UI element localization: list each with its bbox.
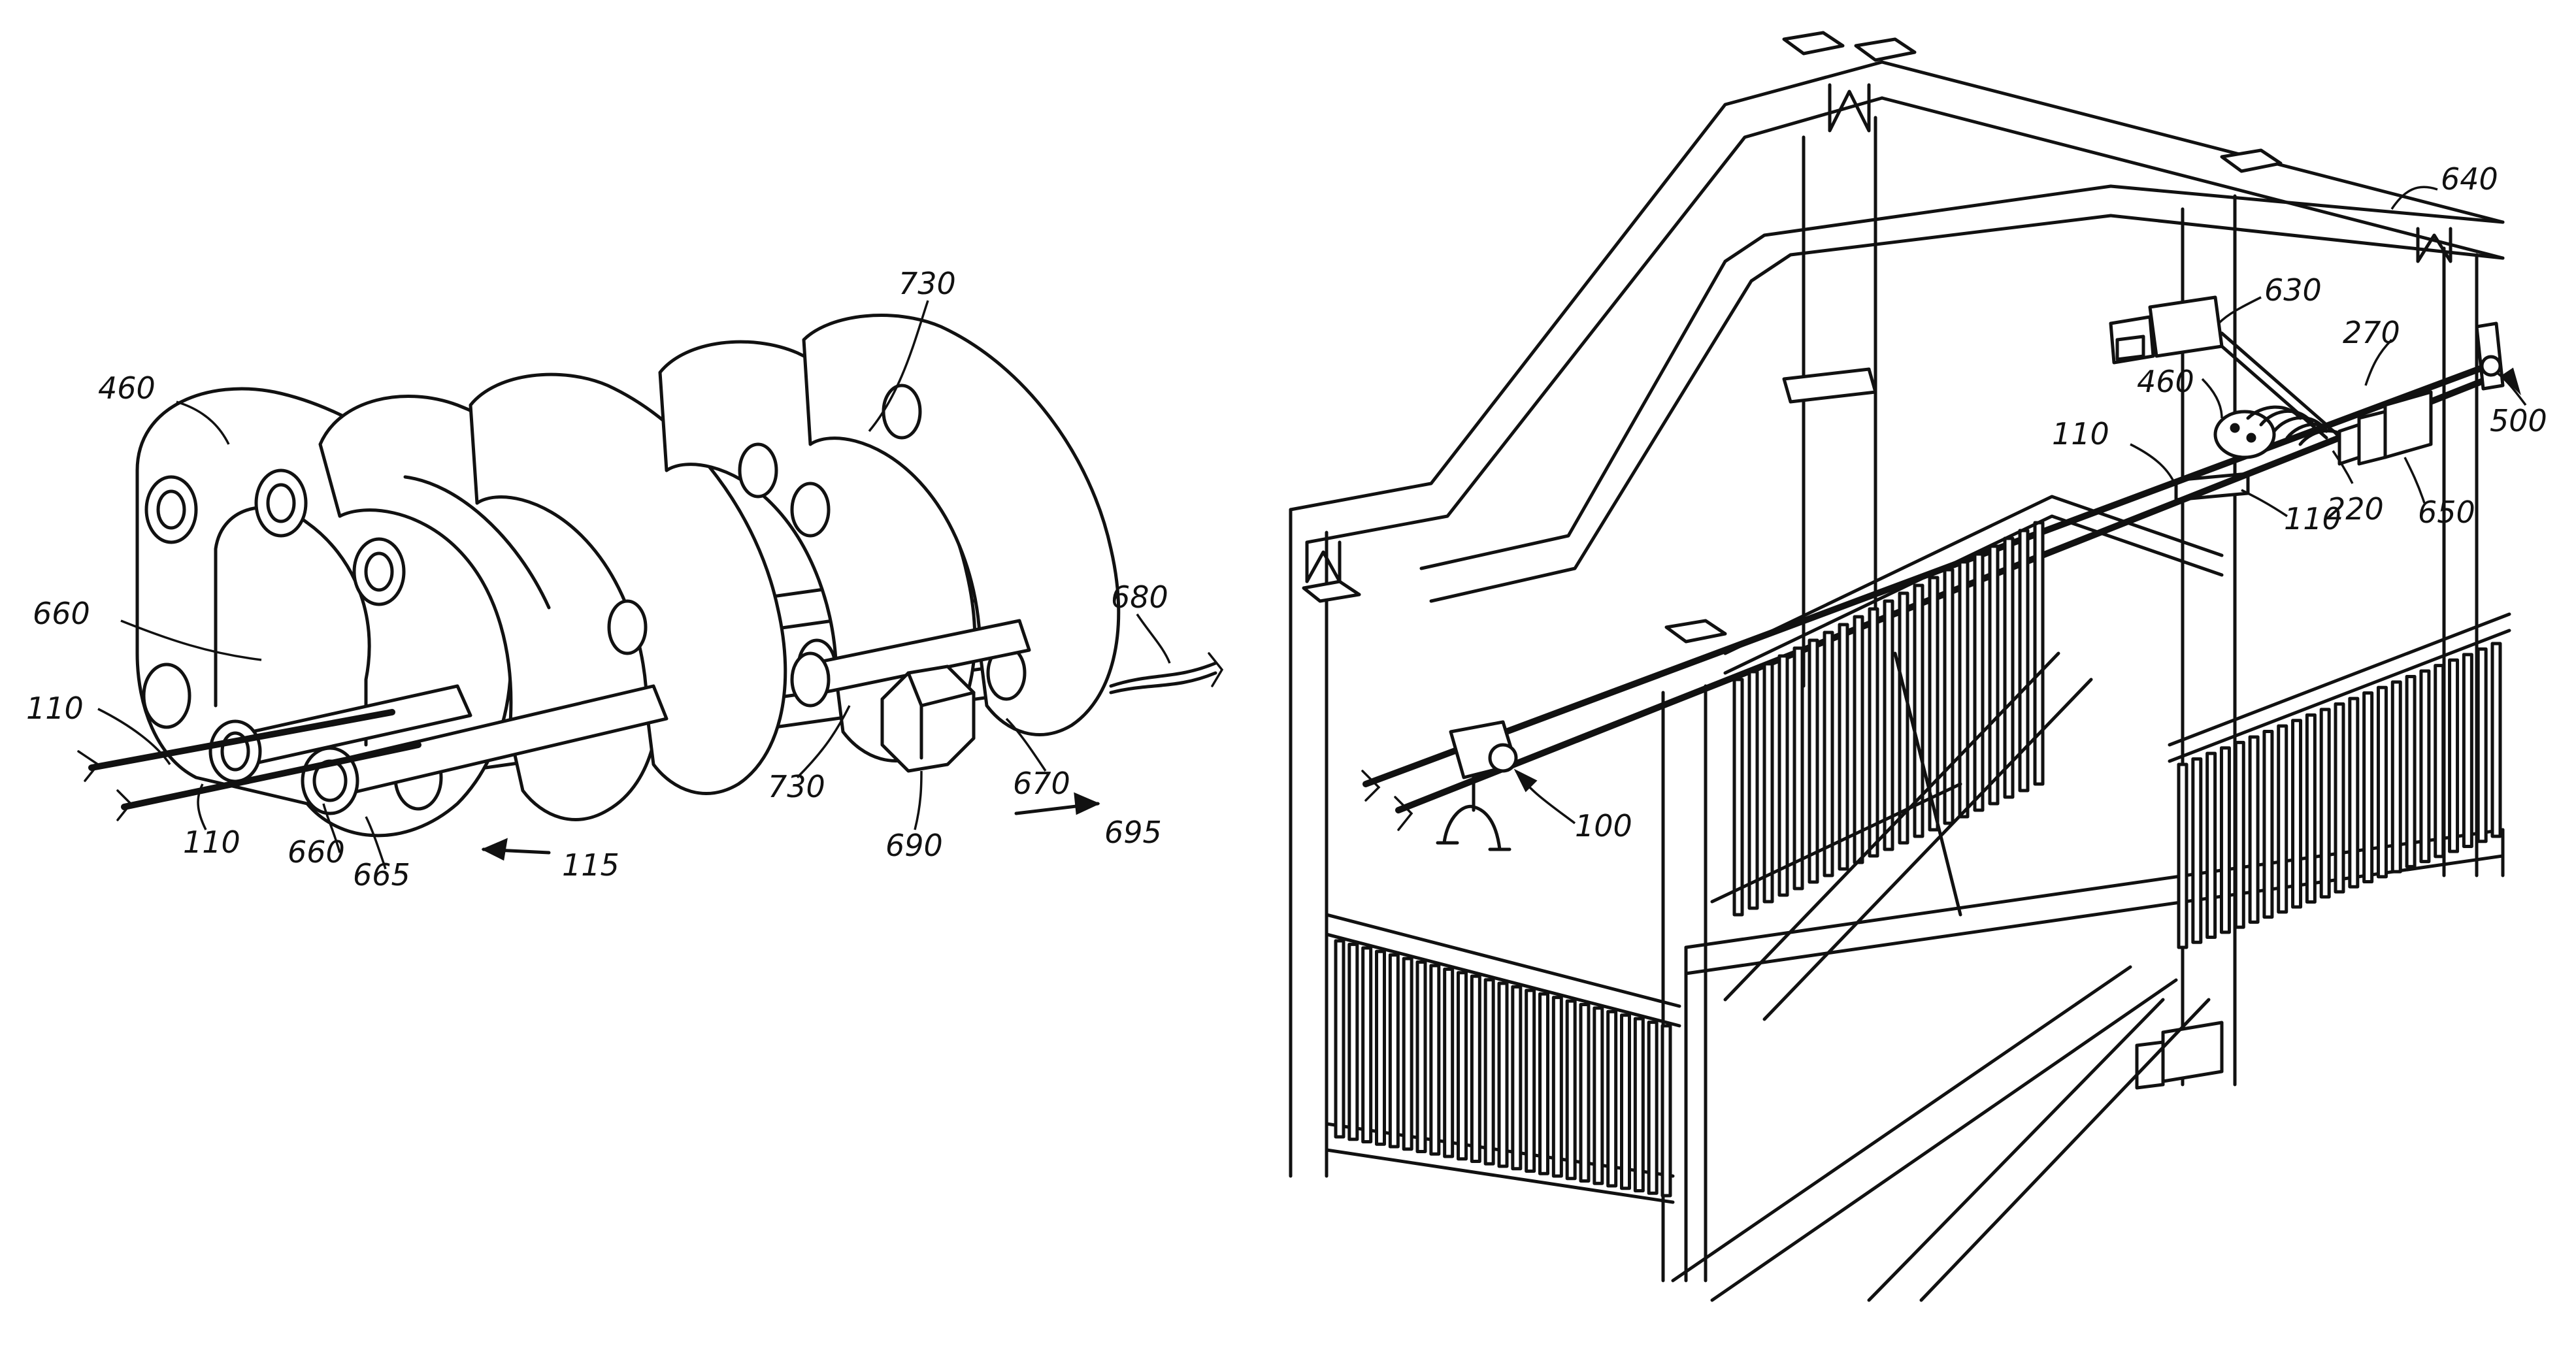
- label-640: 640: [2441, 161, 2498, 197]
- railing-baluster: [1608, 1011, 1616, 1186]
- railing-baluster: [2464, 655, 2471, 847]
- railing-baluster: [2350, 698, 2358, 887]
- label-270: 270: [2343, 315, 2400, 350]
- railing-baluster: [1900, 593, 1907, 843]
- railing-baluster: [1390, 955, 1398, 1147]
- label-680: 680: [1111, 580, 1168, 615]
- railing-baluster: [1594, 1008, 1602, 1183]
- railing-baluster: [1779, 656, 1787, 895]
- arrow-115: [484, 840, 549, 859]
- railing-baluster: [2279, 726, 2287, 912]
- bracket-500: [2477, 323, 2503, 389]
- spool-assembly-figure: 460 730 660 110 110 660 665 115 730 690 …: [26, 266, 1222, 892]
- railing-baluster: [1734, 680, 1742, 915]
- railing-baluster: [1945, 570, 1953, 823]
- railing-baluster: [1472, 976, 1479, 1161]
- label-100: 100: [1575, 808, 1632, 843]
- railing-baluster: [2035, 523, 2043, 784]
- railing-baluster: [2307, 715, 2315, 902]
- railing-baluster: [2293, 721, 2301, 907]
- railing-baluster: [1794, 648, 1802, 889]
- railing-baluster: [2364, 693, 2372, 882]
- label-690: 690: [885, 828, 943, 863]
- cable-680: [1111, 653, 1222, 693]
- railing-baluster: [1377, 951, 1385, 1144]
- label-650: 650: [2418, 495, 2475, 530]
- railing-baluster: [1635, 1019, 1643, 1190]
- railing-baluster: [2336, 704, 2343, 892]
- label-110-upper: 110: [26, 691, 84, 726]
- railing-baluster: [1417, 962, 1425, 1152]
- railing-baluster: [1855, 617, 1862, 862]
- label-110-upper: 110: [2052, 416, 2109, 451]
- railing-baluster: [2264, 732, 2272, 917]
- label-460: 460: [98, 370, 156, 406]
- label-220: 220: [2326, 491, 2384, 527]
- railing-baluster: [1975, 554, 1983, 810]
- railing-baluster: [1960, 562, 1968, 817]
- label-110-lower: 110: [183, 825, 240, 860]
- label-660-top: 660: [33, 596, 90, 631]
- railing-baluster: [1499, 983, 1507, 1166]
- railing-baluster: [1485, 980, 1493, 1164]
- railing-baluster: [2392, 682, 2400, 872]
- railing-baluster: [2207, 753, 2215, 937]
- railing-baluster: [2005, 538, 2013, 797]
- railing-baluster: [1540, 994, 1548, 1173]
- railing-baluster: [1622, 1015, 1630, 1188]
- railing-baluster: [2250, 737, 2258, 922]
- top-brackets: [1307, 85, 2451, 581]
- label-665: 665: [353, 857, 410, 892]
- railing-baluster: [1349, 944, 1357, 1139]
- railing-baluster: [2236, 742, 2243, 927]
- railing-right: [2179, 644, 2500, 947]
- railing-baluster: [1885, 601, 1892, 849]
- trolley-100: [1438, 722, 1516, 849]
- railing-baluster: [1567, 1001, 1575, 1179]
- railing-baluster: [2492, 644, 2500, 836]
- railing-baluster: [1581, 1005, 1589, 1181]
- label-730-bottom: 730: [768, 769, 825, 804]
- coil-spring-460: [2215, 407, 2353, 457]
- label-630: 630: [2264, 272, 2322, 308]
- railing-baluster: [1459, 973, 1466, 1159]
- railing-baluster: [1990, 546, 1998, 804]
- railing-baluster: [2436, 666, 2443, 857]
- railing-baluster: [2378, 687, 2386, 877]
- label-660-bottom: 660: [288, 834, 345, 870]
- railing-baluster: [2193, 759, 2201, 943]
- railing-baluster: [1363, 948, 1371, 1142]
- label-115: 115: [562, 847, 619, 883]
- railing-baluster: [2179, 764, 2187, 947]
- railing-baluster: [1840, 625, 1847, 869]
- railing-baluster: [1870, 609, 1877, 856]
- railing-baluster: [1336, 941, 1344, 1137]
- railing-baluster: [1809, 640, 1817, 882]
- railing-baluster: [2478, 649, 2486, 841]
- railing-baluster: [2407, 676, 2415, 866]
- railing-baluster: [2221, 748, 2229, 932]
- railing-baluster: [1749, 672, 1757, 908]
- railing-baluster: [1513, 987, 1521, 1168]
- railing-baluster: [1764, 664, 1772, 902]
- label-460: 460: [2137, 364, 2194, 399]
- railing-baluster: [1527, 991, 1534, 1171]
- railing-baluster: [2321, 710, 2329, 897]
- railing-baluster: [1404, 958, 1412, 1149]
- railing-baluster: [1553, 998, 1561, 1176]
- label-730-top: 730: [899, 266, 956, 301]
- label-695: 695: [1104, 815, 1162, 850]
- platform-structure-figure: 640 630 270 460 110 110 220 650 500 100: [1291, 33, 2547, 1300]
- label-500: 500: [2490, 403, 2547, 438]
- railing-baluster: [1662, 1026, 1670, 1196]
- railing-baluster: [2450, 660, 2458, 851]
- railing-baluster: [1445, 969, 1453, 1156]
- railing-baluster: [2421, 671, 2429, 862]
- label-670: 670: [1013, 766, 1070, 801]
- railing-baluster: [1649, 1023, 1657, 1194]
- railing-baluster: [1825, 632, 1832, 876]
- railing-baluster: [1431, 966, 1439, 1154]
